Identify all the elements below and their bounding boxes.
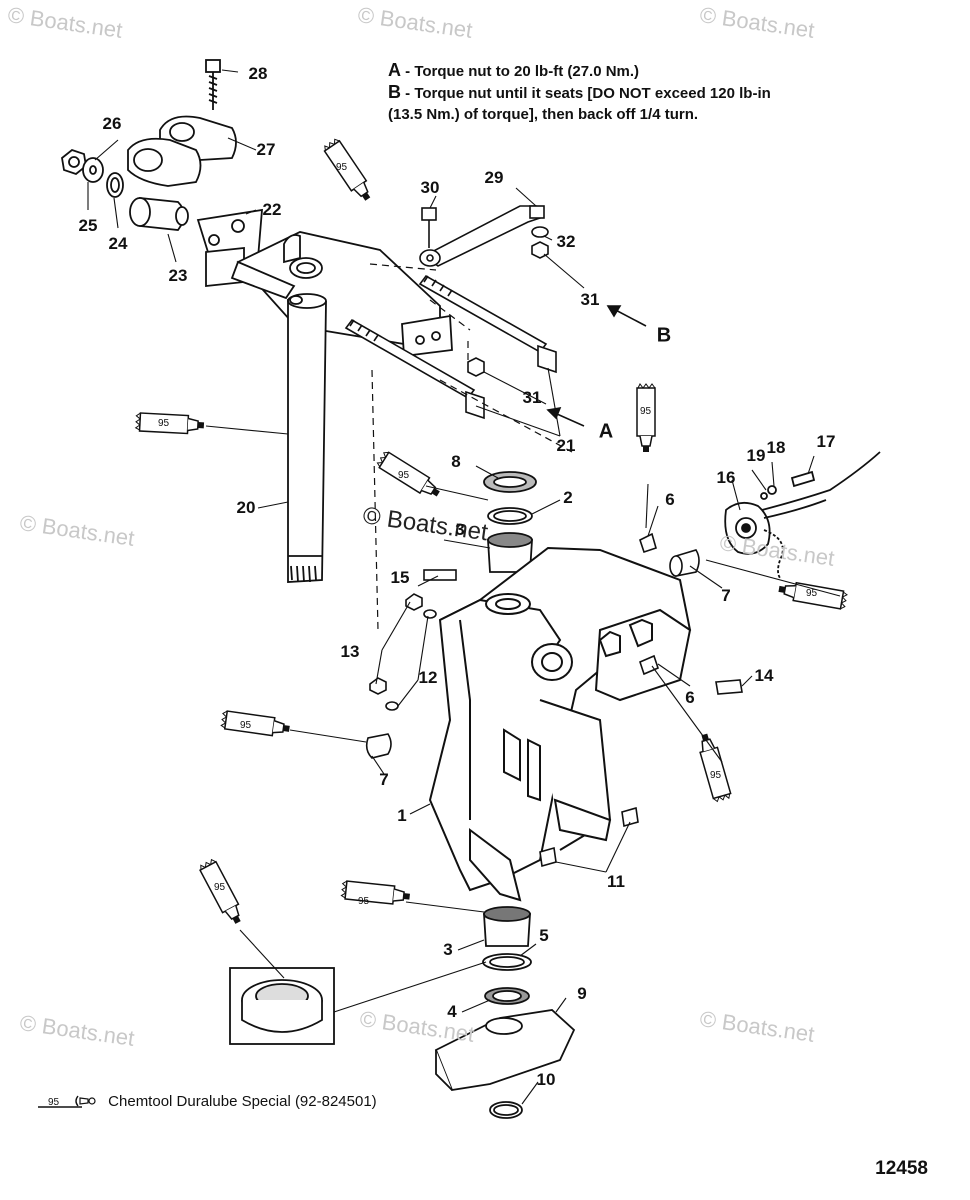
callout-31-upper: 31 (580, 290, 600, 309)
callout-30: 30 (420, 178, 440, 197)
callout-1: 1 (397, 806, 407, 825)
nuts-12-13 (369, 593, 437, 711)
callout-9: 9 (577, 984, 587, 1003)
callout-32: 32 (556, 232, 576, 251)
callout-16: 16 (716, 468, 736, 487)
callout-17: 17 (816, 432, 836, 451)
note-b-letter: B (388, 82, 401, 102)
callout-24: 24 (108, 234, 128, 253)
lube-code-label: 95 (398, 470, 410, 481)
leader-lines (87, 69, 841, 1105)
callout-5: 5 (539, 926, 549, 945)
callout-22: 22 (262, 200, 282, 219)
torque-mark-b: B (656, 324, 672, 347)
note-b: B - Torque nut until it seats [DO NOT ex… (388, 82, 888, 104)
callout-19: 19 (746, 446, 766, 465)
callout-3-lower: 3 (443, 940, 453, 959)
callout-26: 26 (102, 114, 122, 133)
torque-arrows (546, 305, 647, 427)
callout-6-lower: 6 (685, 688, 695, 707)
callout-7-left: 7 (379, 770, 389, 789)
lube-code-label: 95 (240, 720, 252, 731)
lube-tube-icon: 95 (38, 1095, 96, 1108)
lube-code-label: 95 (358, 896, 370, 907)
callout-25: 25 (78, 216, 98, 235)
callout-14: 14 (754, 666, 774, 685)
callout-18: 18 (766, 438, 786, 457)
small-bushings (365, 532, 743, 868)
note-b-text: - Torque nut until it seats [DO NOT exce… (401, 85, 771, 102)
callout-15: 15 (390, 568, 410, 587)
callout-13: 13 (340, 642, 360, 661)
note-a-text: - Torque nut to 20 lb-ft (27.0 Nm.) (401, 63, 640, 80)
callout-4: 4 (447, 1002, 457, 1021)
callout-7-right: 7 (721, 586, 731, 605)
callout-11: 11 (607, 872, 625, 891)
callout-2: 2 (563, 488, 573, 507)
through-bolts (344, 274, 557, 420)
lubricant-tubes: 95 95 95 95 95 95 95 95 95 (134, 136, 849, 928)
callout-20: 20 (236, 498, 256, 517)
legend-text: Chemtool Duralube Special (92-824501) (108, 1092, 377, 1110)
callout-8: 8 (451, 452, 461, 471)
torque-mark-a: A (598, 420, 614, 443)
callout-31-lower: 31 (522, 388, 542, 407)
note-a: A - Torque nut to 20 lb-ft (27.0 Nm.) (388, 60, 888, 82)
callout-3-upper: 3 (455, 520, 465, 539)
swivel-bracket (428, 546, 692, 902)
assembly-dashed-lines (369, 263, 573, 631)
torque-notes: A - Torque nut to 20 lb-ft (27.0 Nm.) B … (388, 60, 888, 125)
seal-detail-inset (229, 967, 335, 1045)
callout-21: 21 (556, 436, 576, 455)
lower-bushing-stack (434, 906, 576, 1119)
lube-code-label: 95 (336, 162, 348, 173)
lube-code-label: 95 (710, 770, 722, 781)
lube-code-label: 95 (806, 588, 818, 599)
figure-number: 12458 (875, 1158, 928, 1179)
upper-bushing-stack (483, 471, 537, 573)
trim-sensor (724, 451, 881, 579)
callout-29: 29 (484, 168, 504, 187)
legend-code: 95 (48, 1097, 60, 1108)
lube-code-label: 95 (158, 418, 170, 429)
callout-12: 12 (418, 668, 438, 687)
callout-28: 28 (248, 64, 268, 83)
callout-27: 27 (256, 140, 276, 159)
callout-10: 10 (536, 1070, 556, 1089)
lube-code-label: 95 (214, 882, 226, 893)
note-b-continued: (13.5 Nm.) of torque], then back off 1/4… (388, 106, 699, 123)
clamp-assembly (61, 59, 263, 287)
lubricant-legend: 95 Chemtool Duralube Special (92-824501) (36, 1092, 377, 1110)
callout-23: 23 (168, 266, 188, 285)
lube-code-label: 95 (640, 406, 652, 417)
callout-6-upper: 6 (665, 490, 675, 509)
note-a-letter: A (388, 60, 401, 80)
steering-arm-and-shaft (230, 231, 453, 583)
